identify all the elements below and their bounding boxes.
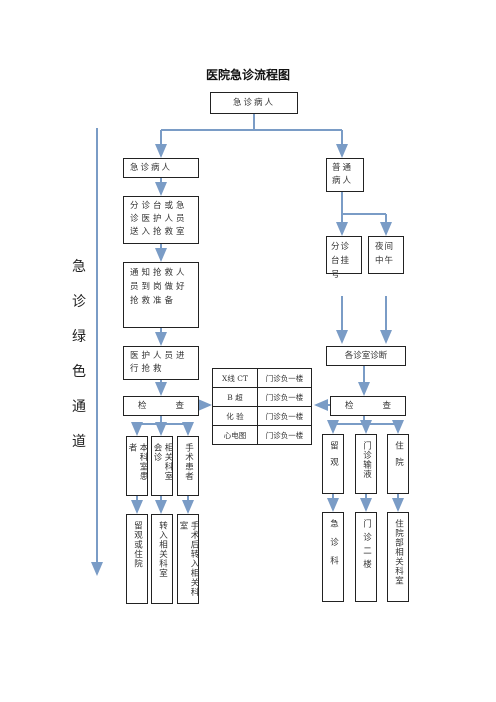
stay-observe-box: 留观 (322, 434, 344, 494)
treatment-box: 医护人员进行抢救 (123, 346, 199, 380)
top-box-emergency-patient: 急诊病人 (210, 92, 298, 114)
green-channel-char: 通 (72, 399, 86, 415)
observe-admit-box: 留观或住院 (126, 514, 148, 604)
night-noon-box: 夜间中午 (368, 236, 404, 274)
second-floor-box: 门诊二楼 (355, 512, 377, 602)
table-row: 心电图 门诊负一楼 (212, 425, 312, 445)
notify-box: 通知抢救人员到岗做好抢救准备 (123, 262, 199, 328)
normal-patient-box: 普通病人 (326, 158, 364, 192)
emergency-dept-box: 急诊科 (322, 512, 344, 602)
exam-location-table: X线 CT 门诊负一楼 B 超 门诊负一楼 化 验 门诊负一楼 心电图 门诊负一… (212, 368, 312, 445)
check-label-a: 检 (138, 401, 147, 411)
infusion-box: 门诊输液 (355, 434, 377, 494)
inpatient-dept-box: 住院部相关科室 (387, 512, 409, 602)
right-check-box: 检 查 (330, 396, 406, 416)
surgery-box: 手术患者 (177, 436, 199, 496)
left-check-box: 检 查 (123, 396, 199, 416)
emergency-patient-box: 急诊病人 (123, 158, 199, 178)
green-channel-char: 道 (72, 434, 86, 450)
check-label-a: 检 (345, 401, 354, 411)
table-row: 化 验 门诊负一楼 (212, 406, 312, 426)
dept-patient-box: 本科室患者 (126, 436, 148, 496)
admit-box: 住院 (387, 434, 409, 494)
table-row: B 超 门诊负一楼 (212, 387, 312, 407)
green-channel-char: 绿 (72, 329, 86, 345)
check-label-b: 查 (382, 401, 391, 411)
post-surgery-box: 手术后转入相关科室 (177, 514, 199, 604)
page-title: 医院急诊流程图 (205, 68, 290, 82)
table-row: X线 CT 门诊负一楼 (212, 368, 312, 388)
green-channel-char: 急 (72, 259, 86, 275)
consult-box: 相关科室会诊 (151, 436, 173, 496)
transfer-box: 转入相关科室 (151, 514, 173, 604)
green-channel-char: 诊 (72, 294, 86, 310)
green-channel-char: 色 (72, 364, 86, 380)
triage-box: 分诊台或急诊医护人员送入抢救室 (123, 196, 199, 244)
consult-room-box: 各诊室诊断 (326, 346, 406, 366)
triage-registration-box: 分诊台挂号 (326, 236, 362, 280)
check-label-b: 查 (175, 401, 184, 411)
